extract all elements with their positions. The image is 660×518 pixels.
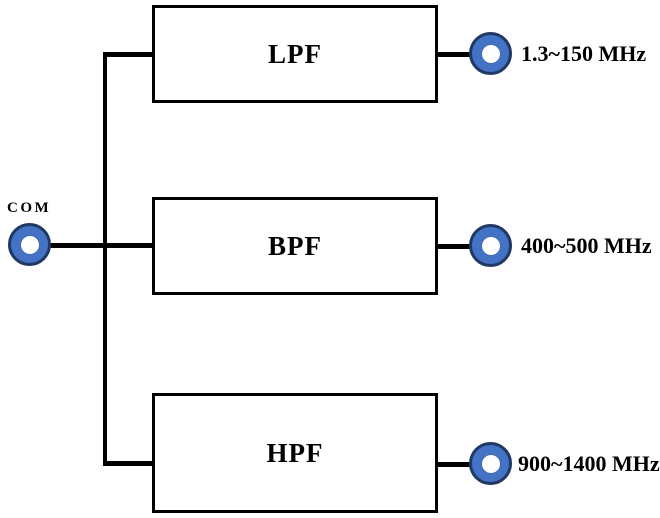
- branch-line-lpf: [103, 52, 155, 57]
- com-port-icon: [8, 223, 51, 266]
- filter-block-hpf: HPF: [152, 393, 438, 513]
- output-range-label-bpf: 400~500 MHz: [521, 233, 652, 258]
- output-port-hole-bpf: [481, 236, 500, 255]
- branch-line-hpf: [103, 461, 155, 466]
- com-input-line: [48, 243, 155, 248]
- filter-block-label-bpf: BPF: [268, 230, 322, 261]
- output-line-bpf: [435, 244, 471, 249]
- filter-block-bpf: BPF: [152, 197, 438, 295]
- output-port-hole-hpf: [481, 454, 500, 473]
- output-line-lpf: [435, 52, 471, 57]
- com-port-label: COM: [7, 200, 52, 216]
- filter-block-label-lpf: LPF: [268, 38, 322, 69]
- filter-block-lpf: LPF: [152, 5, 438, 103]
- output-port-icon-lpf: [469, 32, 512, 75]
- output-range-label-hpf: 900~1400 MHz: [518, 451, 660, 476]
- output-port-icon-hpf: [469, 442, 512, 485]
- bus-line: [103, 52, 107, 466]
- com-port-hole: [20, 235, 39, 254]
- filter-block-label-hpf: HPF: [266, 437, 324, 468]
- output-line-hpf: [435, 462, 471, 467]
- output-port-icon-bpf: [469, 224, 512, 267]
- output-range-label-lpf: 1.3~150 MHz: [521, 41, 647, 66]
- output-port-hole-lpf: [481, 44, 500, 63]
